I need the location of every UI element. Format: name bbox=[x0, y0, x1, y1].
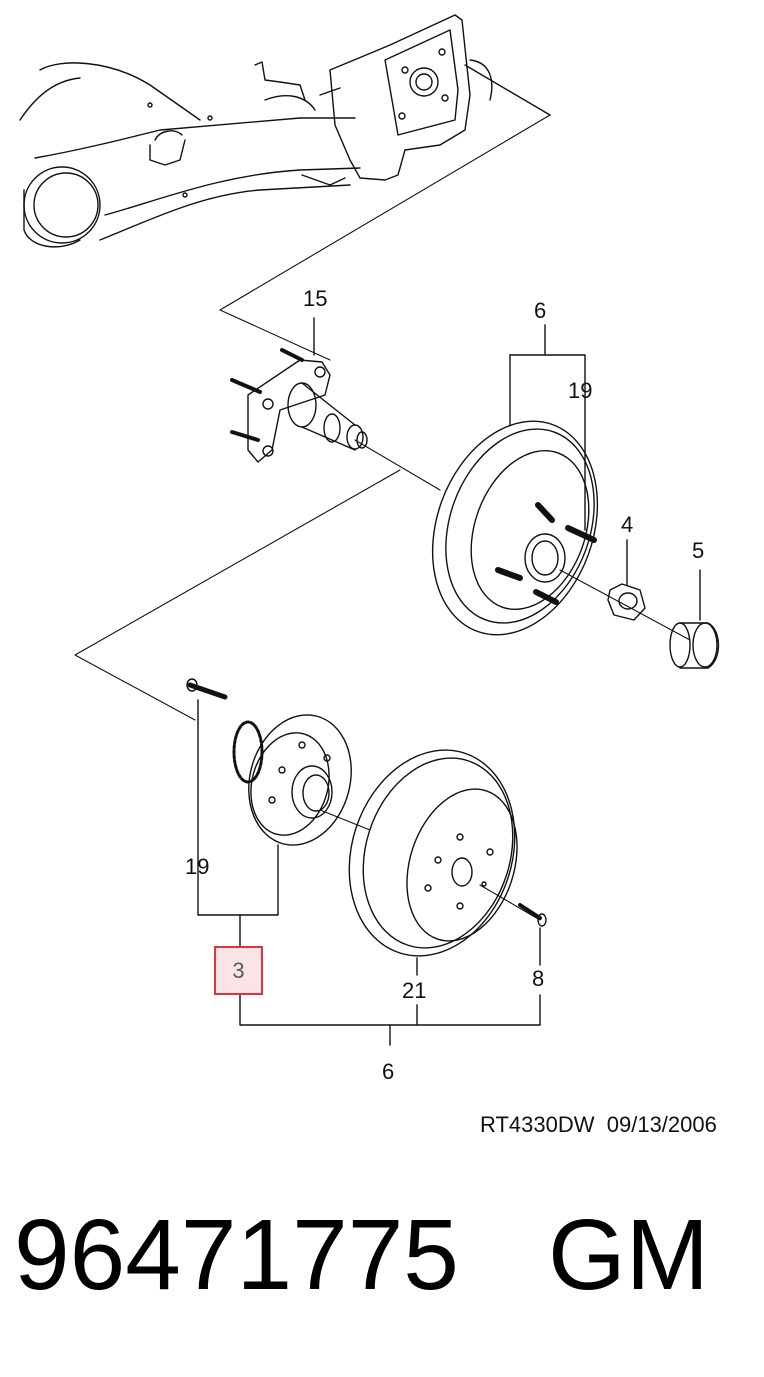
callout-15: 15 bbox=[303, 286, 327, 311]
hub-nut bbox=[607, 539, 646, 621]
callout-21: 21 bbox=[402, 978, 426, 1003]
callout-5: 5 bbox=[692, 538, 704, 563]
axle-beam bbox=[19, 14, 551, 248]
callout-8: 8 bbox=[532, 966, 544, 991]
callout-19-top: 19 bbox=[568, 378, 592, 403]
callout-3-highlight[interactable]: 3 bbox=[214, 946, 263, 995]
callout-19-bottom: 19 bbox=[185, 854, 209, 879]
stub-axle bbox=[230, 317, 368, 463]
dust-cap bbox=[669, 569, 720, 669]
callout-3: 3 bbox=[232, 957, 245, 983]
part-number: 96471775 bbox=[14, 1199, 459, 1311]
brand-name: GM bbox=[548, 1199, 710, 1311]
callout-6-bottom: 6 bbox=[382, 1059, 394, 1084]
callout-6-top: 6 bbox=[534, 298, 546, 323]
callout-4: 4 bbox=[621, 512, 633, 537]
drawing-reference: RT4330DW 09/13/2006 bbox=[480, 1112, 717, 1137]
leader-lines bbox=[74, 114, 691, 921]
brake-drum-upper bbox=[431, 324, 599, 636]
brake-drum-lower bbox=[239, 749, 547, 1046]
wheel-hub bbox=[186, 678, 352, 947]
